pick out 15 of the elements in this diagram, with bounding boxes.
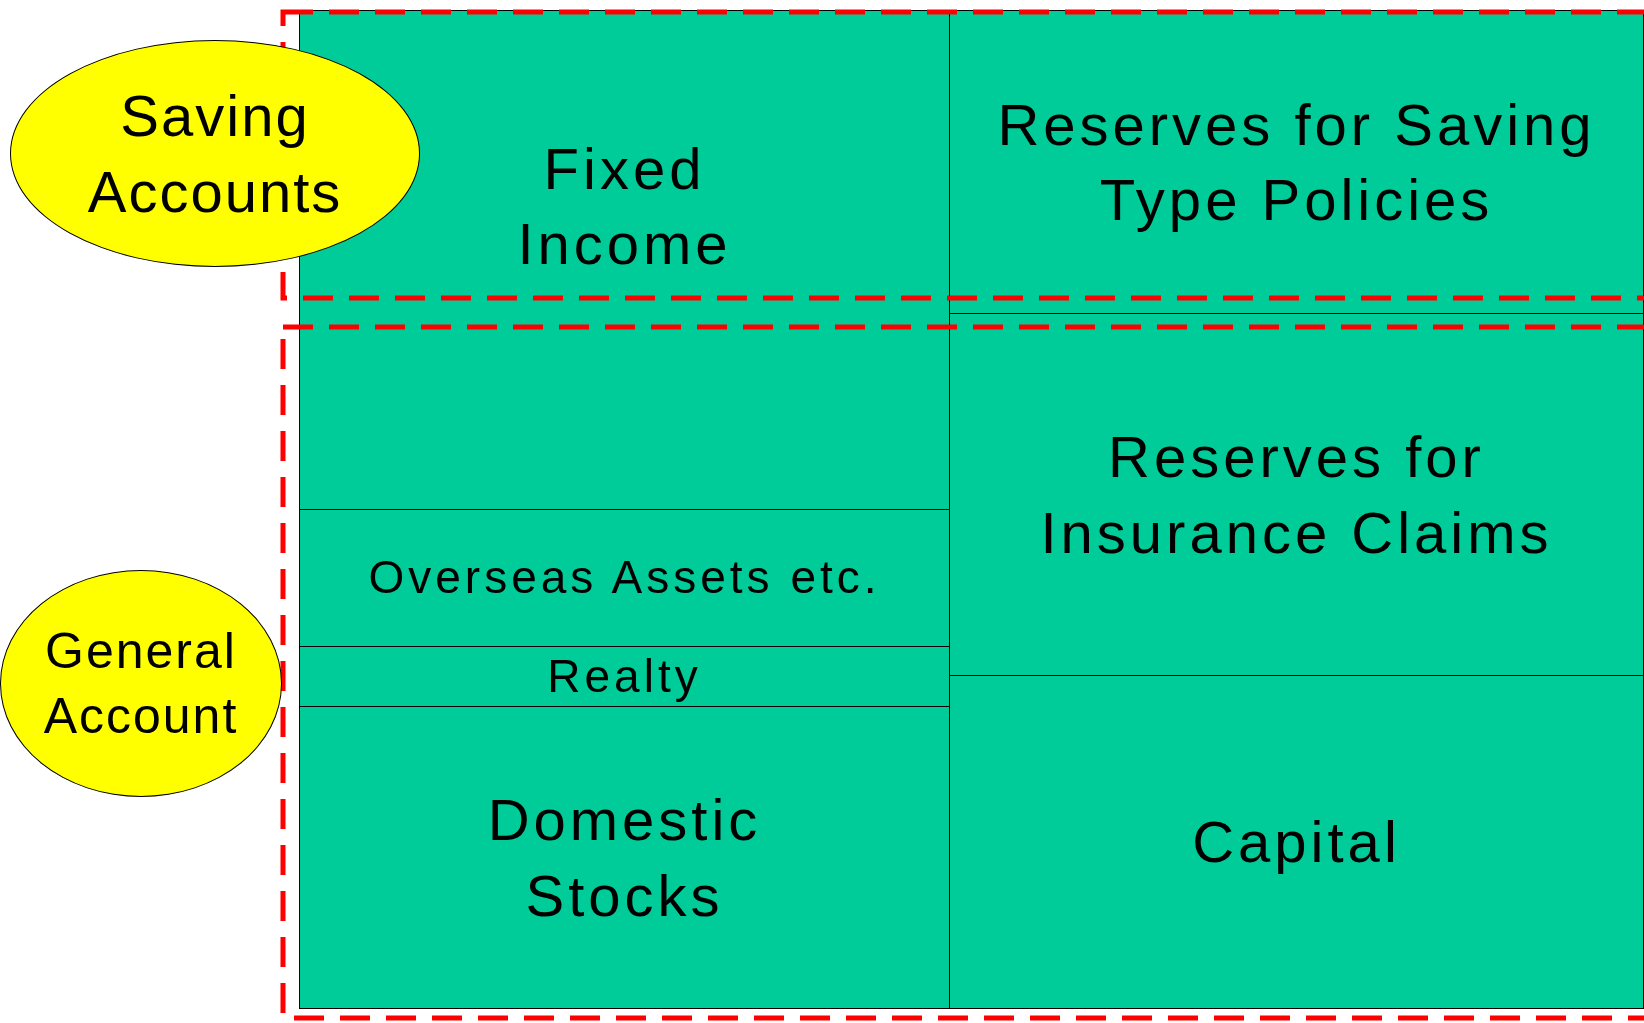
node-label: Reserves for Insurance Claims [1039, 423, 1554, 567]
block-box [299, 509, 950, 647]
node-label: Capital [1192, 808, 1401, 877]
block-box [299, 706, 950, 1009]
node-label: Saving Accounts [86, 82, 344, 226]
node-label: General Account [42, 621, 240, 746]
node-label: Reserves for Saving Type Policies [996, 90, 1597, 234]
block-box [949, 10, 1644, 314]
block-box [949, 313, 1644, 676]
node-label: Realty [547, 648, 702, 704]
block-box [949, 675, 1644, 1009]
block-box [299, 646, 950, 707]
node-label: Domestic Stocks [486, 786, 763, 930]
node-label: Fixed Income [516, 135, 733, 279]
node-label: Overseas Assets etc. [368, 550, 881, 606]
